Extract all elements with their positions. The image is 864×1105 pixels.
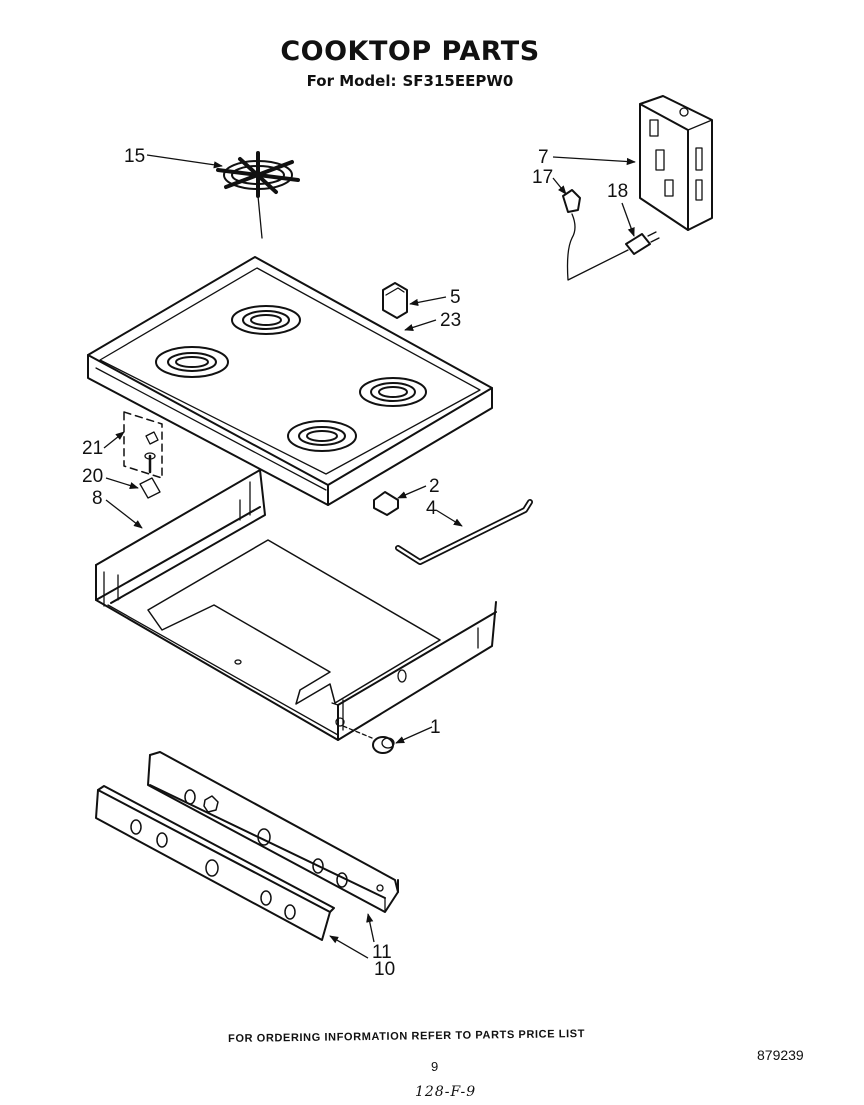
trim-strip <box>95 785 335 941</box>
handwritten-note: 128-F-9 <box>415 1084 477 1100</box>
callout-labels: 15 7 17 18 5 23 21 20 8 2 4 1 11 10 <box>82 146 628 980</box>
leader-lines <box>103 154 636 959</box>
callout-10: 10 <box>374 959 395 980</box>
callout-17: 17 <box>532 167 553 188</box>
callout-11: 11 <box>372 942 392 963</box>
callout-7: 7 <box>538 147 549 168</box>
switch-and-cord <box>562 189 660 281</box>
callout-2: 2 <box>429 476 440 497</box>
hardware-kit <box>123 411 163 499</box>
model-subtitle: For Model: SF315EEPW0 <box>0 72 820 90</box>
burner-box <box>95 469 497 741</box>
electrical-box <box>639 95 713 231</box>
burner-grate <box>216 151 300 239</box>
model-number: SF315EEPW0 <box>402 72 514 90</box>
model-prefix: For Model: <box>306 72 397 90</box>
callout-21: 21 <box>82 438 103 459</box>
orifice <box>372 736 395 754</box>
cooktop <box>87 256 493 506</box>
control-panel <box>147 751 399 913</box>
callout-8: 8 <box>92 488 103 509</box>
bracket <box>382 282 408 319</box>
callout-15: 15 <box>124 146 145 167</box>
callout-1: 1 <box>430 717 441 738</box>
callout-5: 5 <box>450 287 461 308</box>
page-title: COOKTOP PARTS <box>280 36 540 67</box>
callout-20: 20 <box>82 466 103 487</box>
clip <box>373 491 399 516</box>
callout-4: 4 <box>426 498 437 519</box>
page-number: 9 <box>431 1059 439 1074</box>
rod <box>395 499 533 565</box>
callout-23: 23 <box>440 310 461 331</box>
diagram-code: 879239 <box>757 1047 804 1063</box>
callout-18: 18 <box>607 181 628 202</box>
